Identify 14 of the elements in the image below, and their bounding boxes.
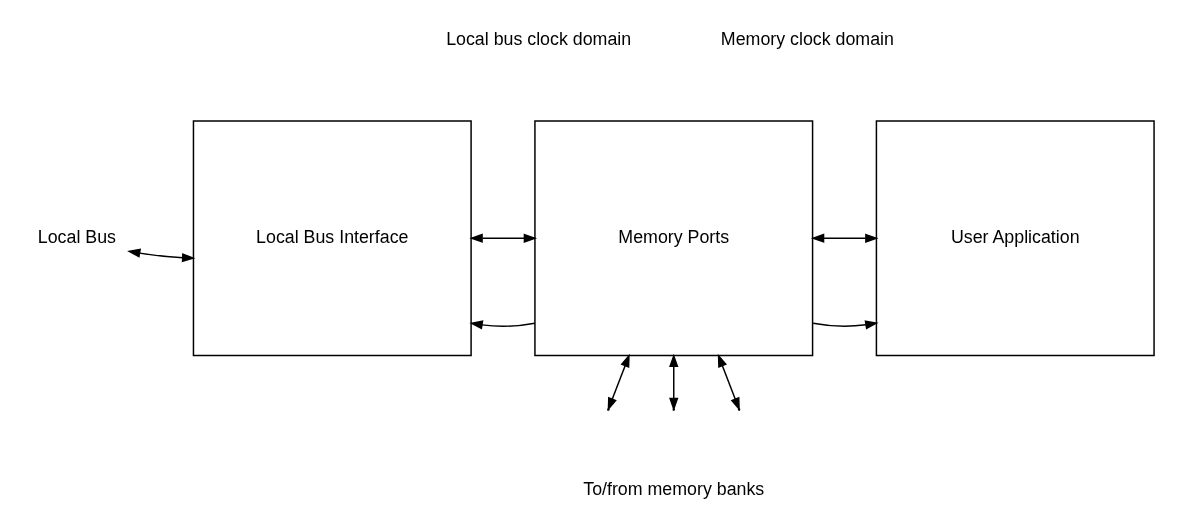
label: To/from memory banks xyxy=(583,478,765,499)
arrow xyxy=(810,233,879,243)
node-box: Memory Ports xyxy=(534,120,814,357)
arrow xyxy=(469,233,538,243)
label: Local bus clock domain xyxy=(446,29,632,50)
arrow xyxy=(469,320,536,330)
node-box: User Application xyxy=(875,120,1155,357)
label: Memory clock domain xyxy=(720,29,894,50)
arrow xyxy=(607,353,630,411)
arrow xyxy=(812,320,879,330)
node-box: Local Bus Interface xyxy=(192,120,472,357)
node-text: Local Bus xyxy=(37,226,116,247)
arrow xyxy=(669,353,679,412)
arrow xyxy=(127,248,196,263)
